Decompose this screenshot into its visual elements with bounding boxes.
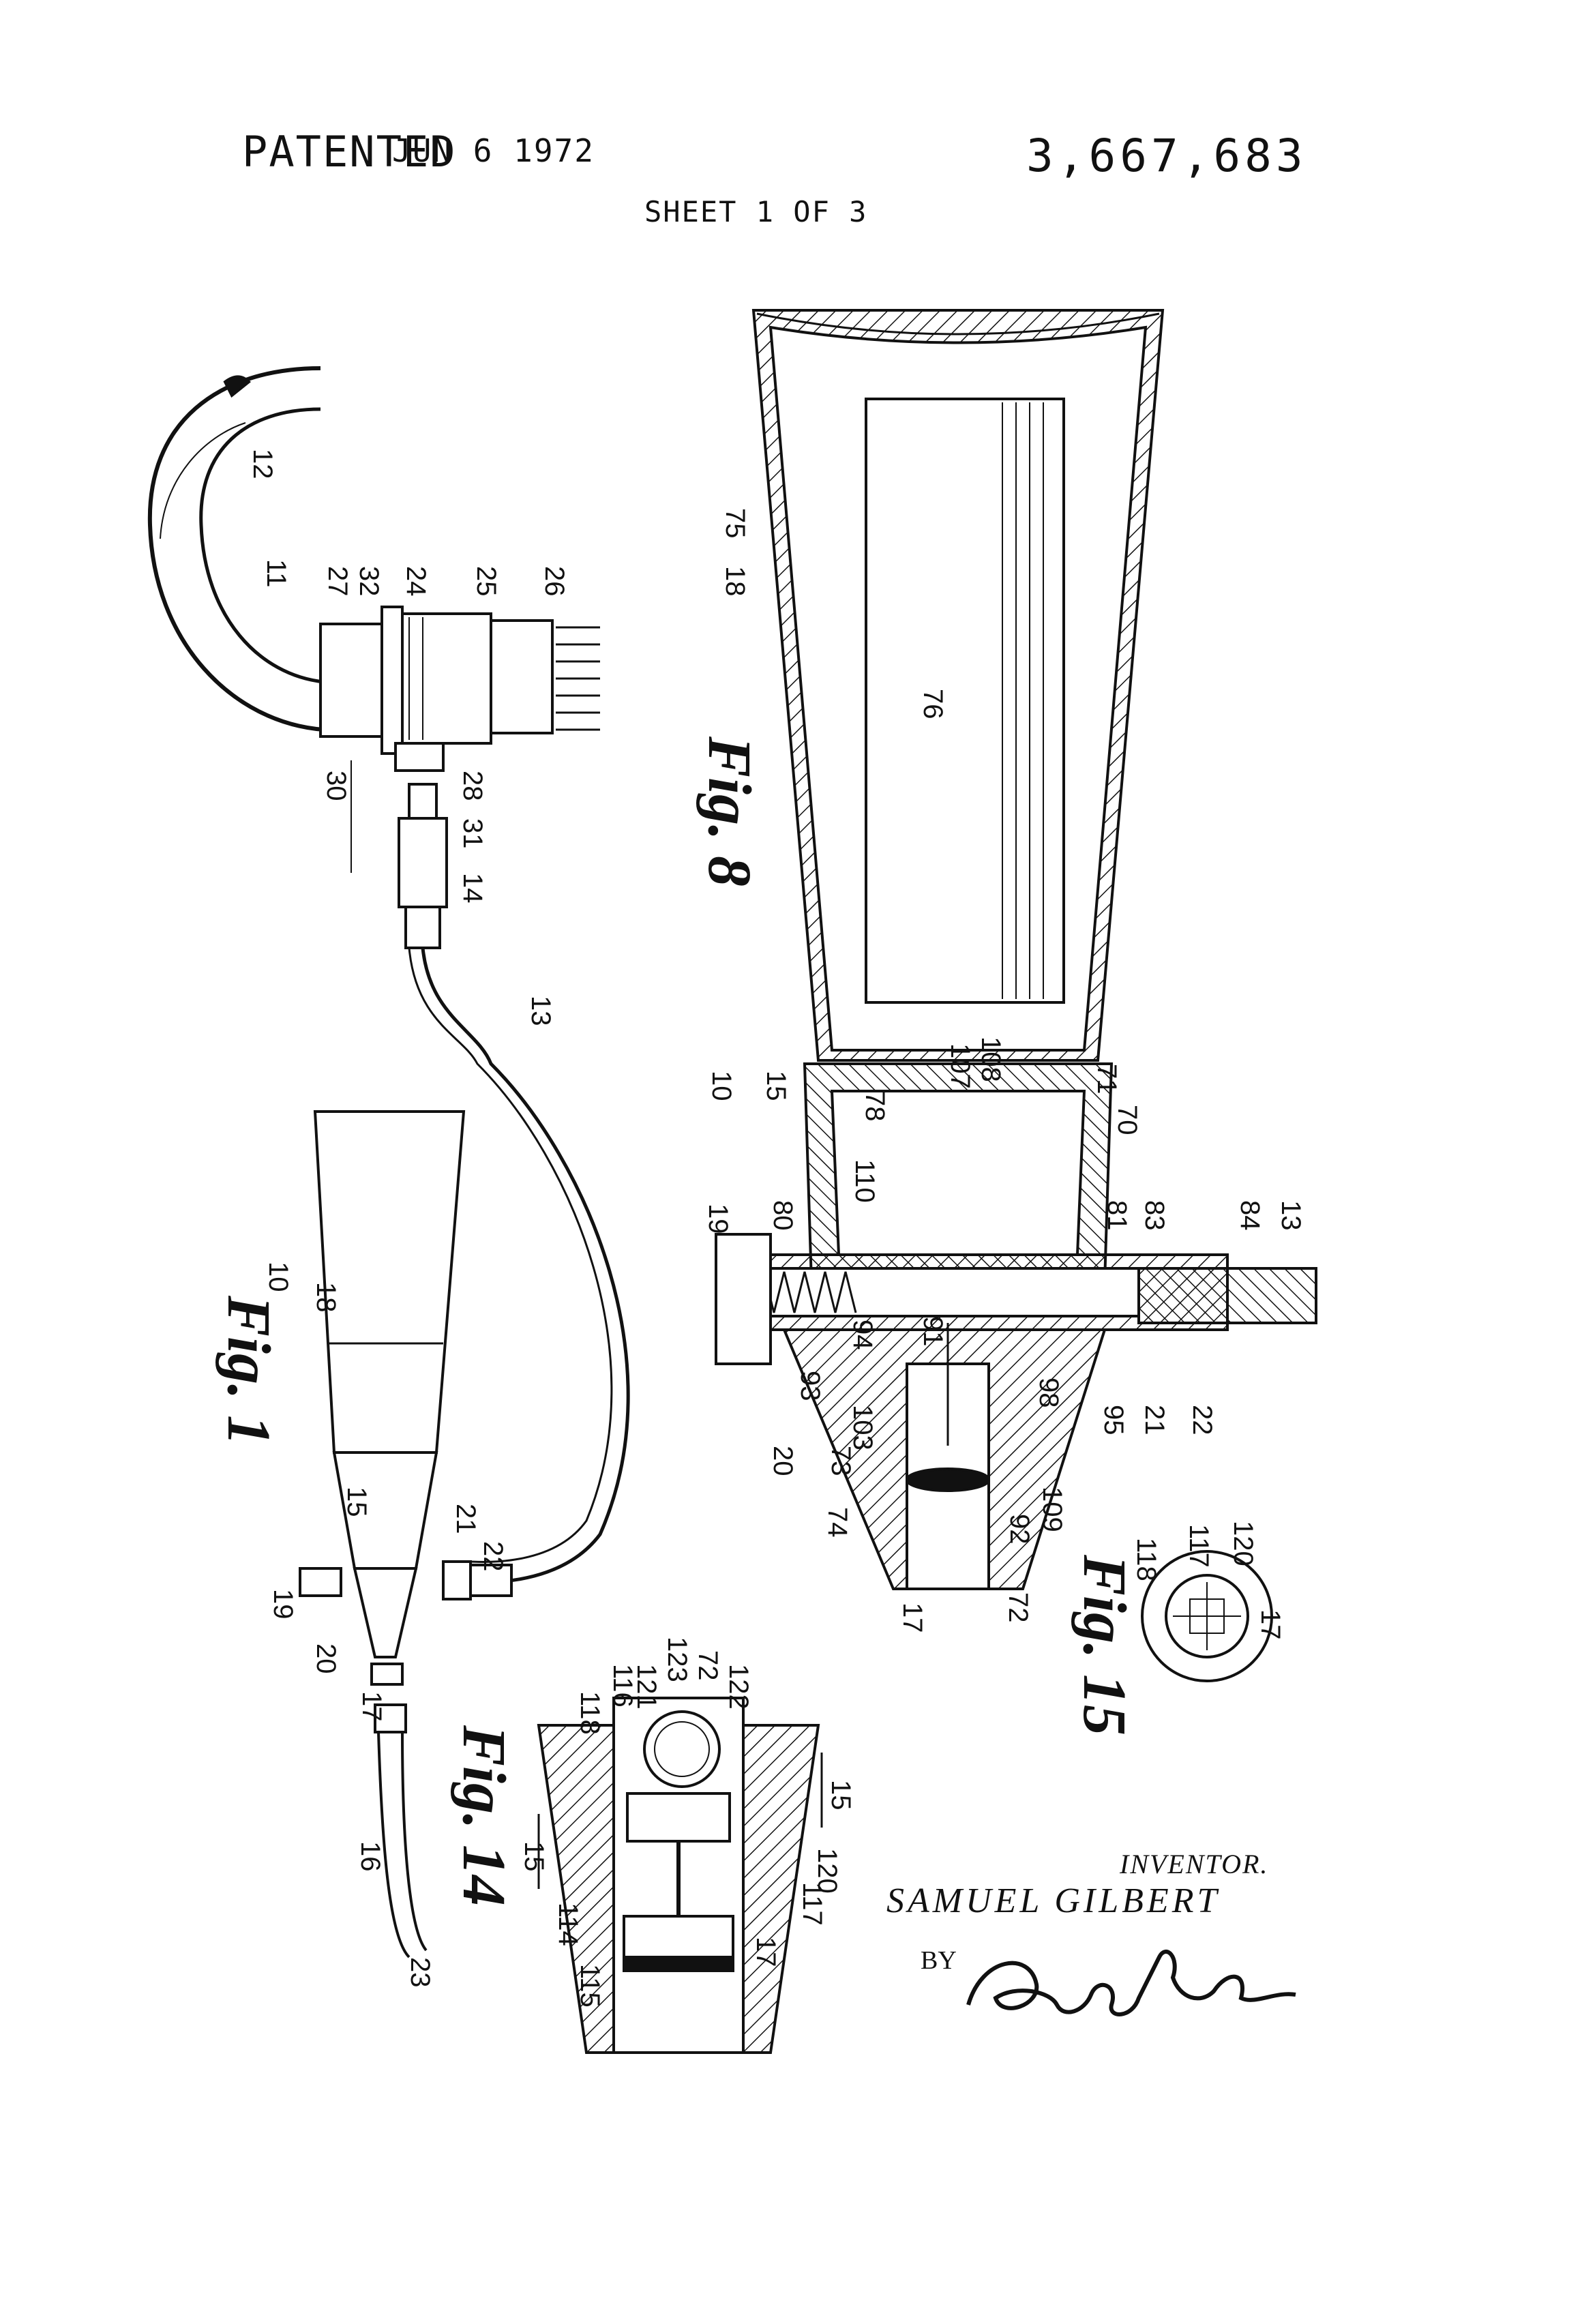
- ref-label: 72: [693, 1650, 723, 1681]
- ref-label: 122: [723, 1664, 753, 1710]
- attorney-signature: [955, 1930, 1309, 2039]
- ref-label: 115: [575, 1964, 605, 2008]
- ref-label: 12: [248, 449, 278, 479]
- ref-label: 31: [458, 818, 488, 849]
- ref-label: 117: [1184, 1524, 1214, 1568]
- ref-label: 103: [848, 1405, 878, 1450]
- figure-1-title: Fig. 1: [215, 1295, 282, 1446]
- ref-label: 18: [311, 1282, 341, 1313]
- ref-label: 19: [268, 1589, 298, 1620]
- ref-label: 109: [1037, 1487, 1067, 1532]
- ref-label: 84: [1235, 1200, 1265, 1231]
- ref-label: 13: [526, 996, 556, 1026]
- by-label: BY: [921, 1946, 957, 1976]
- ref-label: 73: [826, 1446, 856, 1476]
- ref-label: 114: [553, 1903, 583, 1946]
- ref-label: 25: [471, 566, 501, 597]
- ref-label: 17: [357, 1691, 387, 1722]
- ref-label: 32: [354, 566, 384, 597]
- ref-label: 27: [323, 566, 353, 597]
- ref-label: 120: [812, 1848, 842, 1894]
- ref-label: 83: [1139, 1200, 1169, 1231]
- figure-14-title: Fig. 14: [450, 1725, 518, 1906]
- ref-label: 30: [321, 771, 351, 801]
- ref-label: 81: [1102, 1200, 1132, 1231]
- ref-label: 20: [311, 1643, 341, 1674]
- ref-label: 98: [1034, 1377, 1064, 1408]
- ref-label: 93: [795, 1371, 825, 1401]
- ref-label: 121: [631, 1664, 661, 1710]
- ref-label: 21: [1139, 1405, 1169, 1435]
- ref-label: 24: [401, 566, 431, 597]
- ref-label: 72: [1003, 1592, 1033, 1623]
- ref-label: 92: [1004, 1514, 1034, 1545]
- ref-label: 18: [720, 566, 750, 597]
- ref-label: 17: [897, 1603, 927, 1633]
- ref-label: 15: [761, 1071, 791, 1101]
- ref-label: 17: [1255, 1609, 1285, 1640]
- ref-label: 74: [822, 1507, 852, 1538]
- ref-label: 15: [342, 1487, 372, 1517]
- ref-label: 22: [1187, 1405, 1217, 1435]
- ref-label: 21: [451, 1504, 481, 1534]
- inventor-name: SAMUEL GILBERT: [886, 1881, 1220, 1921]
- ref-label: 10: [706, 1071, 736, 1101]
- ref-label: 22: [478, 1541, 508, 1572]
- section-mark: 15: [826, 1780, 856, 1811]
- ref-label: 19: [703, 1204, 733, 1234]
- ref-label: 95: [1099, 1405, 1129, 1435]
- ref-label: 110: [850, 1159, 880, 1203]
- ref-label: 76: [918, 689, 948, 719]
- ref-label: 14: [458, 873, 488, 904]
- ref-label: 91: [918, 1316, 948, 1347]
- ref-label: 10: [263, 1262, 293, 1292]
- ref-label: 23: [405, 1957, 435, 1988]
- ref-label: 28: [458, 771, 488, 801]
- ref-label: 13: [1276, 1200, 1306, 1231]
- ref-label: 108: [976, 1037, 1006, 1082]
- ref-label: 123: [662, 1637, 692, 1682]
- figure-1-drawing: [150, 368, 628, 1957]
- figure-15-title: Fig. 15: [1071, 1554, 1138, 1735]
- ref-label: 11: [261, 559, 291, 588]
- ref-label: 118: [575, 1691, 605, 1735]
- ref-label: 71: [1092, 1064, 1122, 1094]
- ref-label: 80: [768, 1200, 798, 1231]
- ref-label: 26: [539, 566, 569, 597]
- ref-label: 78: [860, 1091, 890, 1122]
- inventor-label: INVENTOR.: [1120, 1848, 1268, 1880]
- ref-label: 75: [720, 508, 750, 539]
- ref-label: 107: [945, 1043, 975, 1089]
- ref-label: 120: [1228, 1521, 1258, 1566]
- ref-label: 70: [1112, 1105, 1142, 1135]
- ref-label: 17: [751, 1937, 781, 1967]
- ref-label: 20: [768, 1446, 798, 1476]
- ref-label: 16: [355, 1841, 385, 1872]
- ref-label: 118: [1131, 1538, 1161, 1581]
- section-mark: 15: [519, 1841, 549, 1872]
- ref-label: 94: [848, 1320, 878, 1350]
- figure-8-title: Fig. 8: [696, 736, 763, 887]
